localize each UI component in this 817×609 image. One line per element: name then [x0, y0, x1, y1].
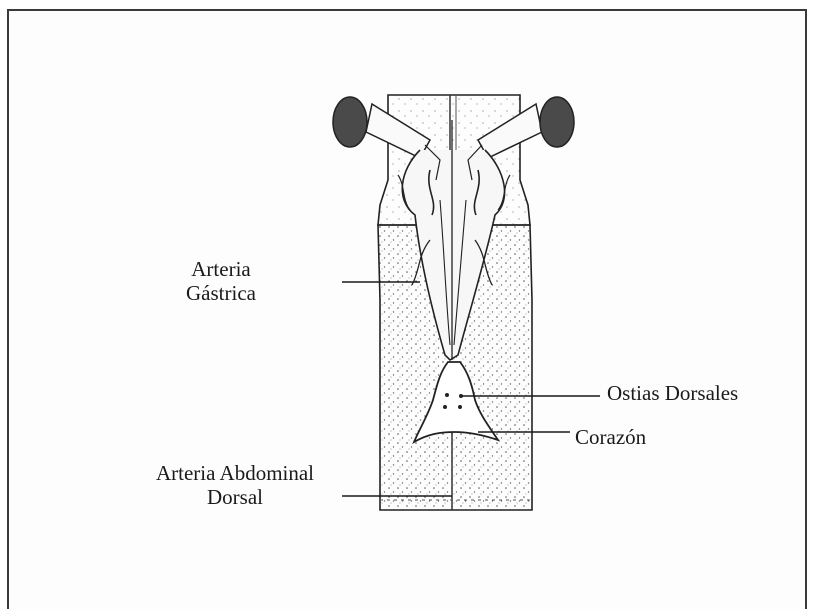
- label-arteria-gastrica-line2: Gástrica: [176, 281, 266, 305]
- label-arteria-abdominal-line1: Arteria Abdominal: [130, 461, 340, 485]
- label-ostias-dorsales: Ostias Dorsales: [607, 381, 738, 405]
- label-arteria-abdominal-line2: Dorsal: [130, 485, 340, 509]
- label-arteria-gastrica: Arteria Gástrica: [176, 257, 266, 305]
- label-corazon: Corazón: [575, 425, 646, 449]
- label-arteria-gastrica-line1: Arteria: [176, 257, 266, 281]
- label-arteria-abdominal: Arteria Abdominal Dorsal: [130, 461, 340, 509]
